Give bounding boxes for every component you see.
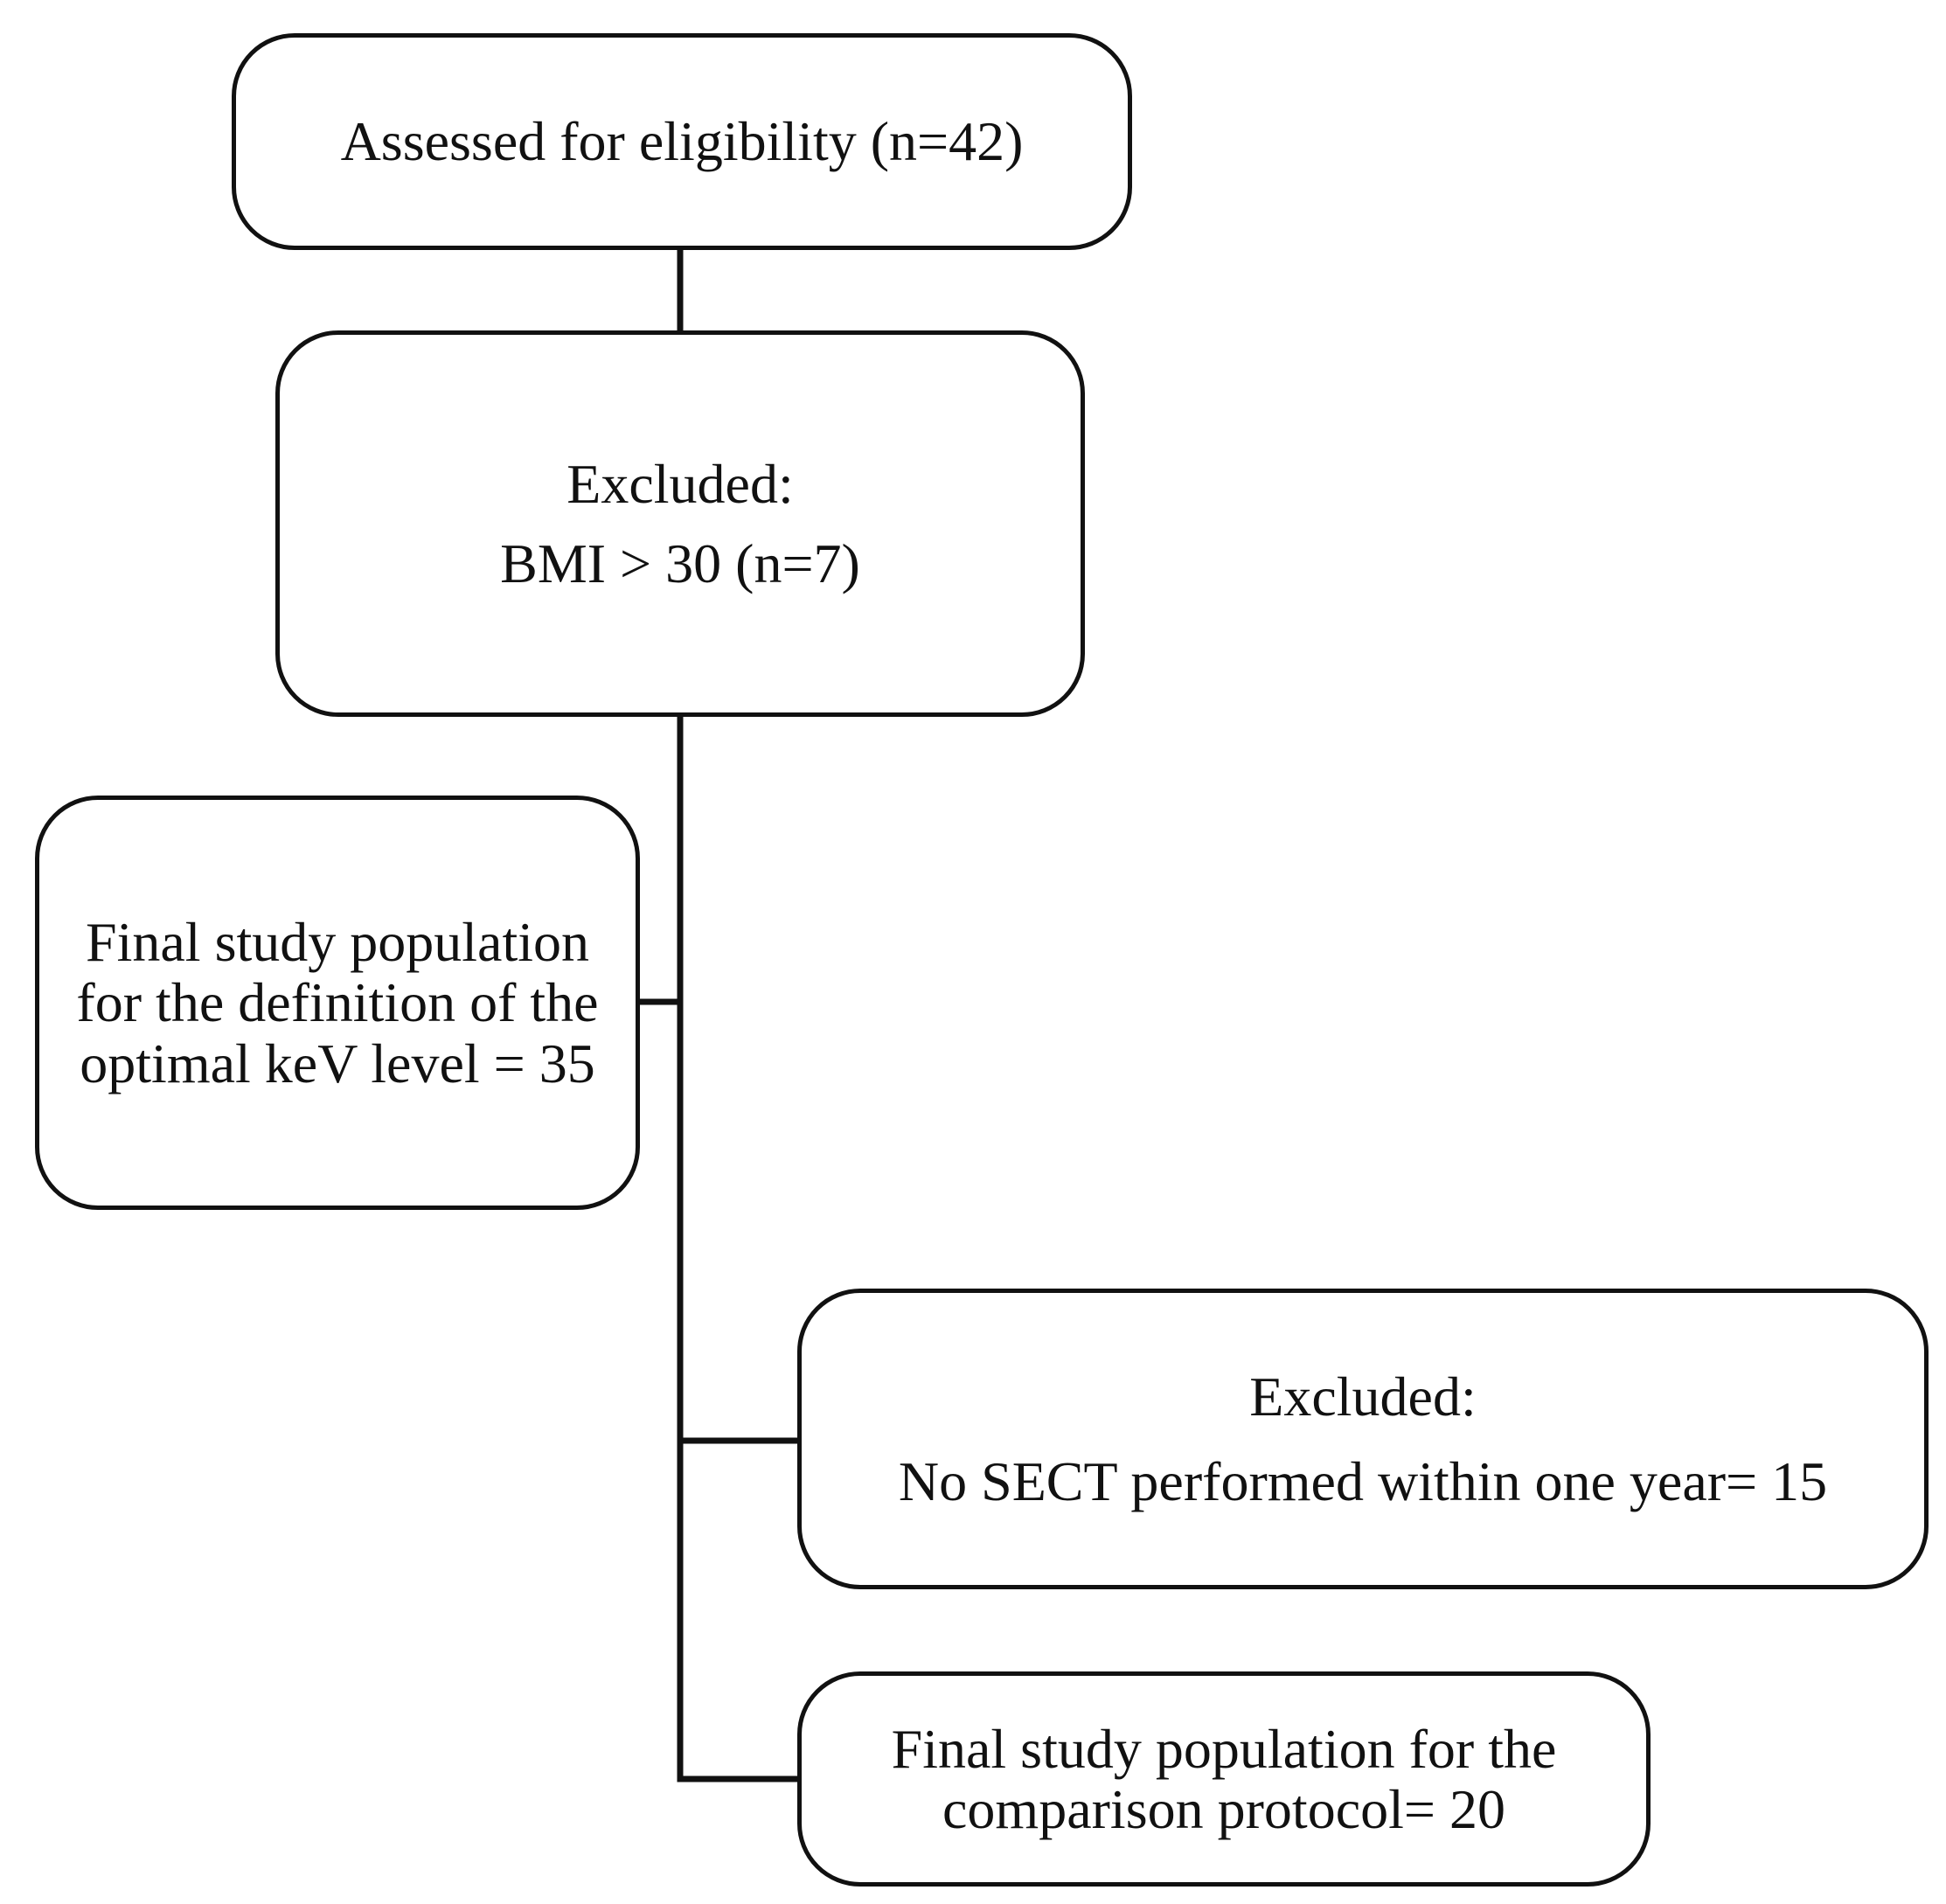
final-kev-line-3: optimal keV level = 35 [80,1032,595,1094]
final-kev-line-1: Final study population [86,911,589,974]
excluded-bmi-detail: BMI > 30 (n=7) [500,532,860,594]
final-comparison-line-2: comparison protocol= 20 [942,1778,1505,1840]
final-kev-line-2: for the definition of the [76,971,599,1034]
excluded-sect-heading: Excluded: [1249,1365,1477,1428]
assessed-box: Assessed for eligibility (n=42) [232,33,1132,250]
final-comparison-line-1: Final study population for the [891,1717,1557,1780]
final-kev-box: Final study population for the definitio… [35,796,640,1210]
excluded-bmi-box: Excluded: BMI > 30 (n=7) [275,330,1085,717]
excluded-sect-box: Excluded: No SECT performed within one y… [797,1289,1929,1589]
excluded-sect-detail: No SECT performed within one year= 15 [898,1450,1828,1512]
assessed-label: Assessed for eligibility (n=42) [340,110,1024,173]
final-comparison-box: Final study population for the compariso… [797,1671,1651,1887]
excluded-bmi-heading: Excluded: [566,452,794,515]
